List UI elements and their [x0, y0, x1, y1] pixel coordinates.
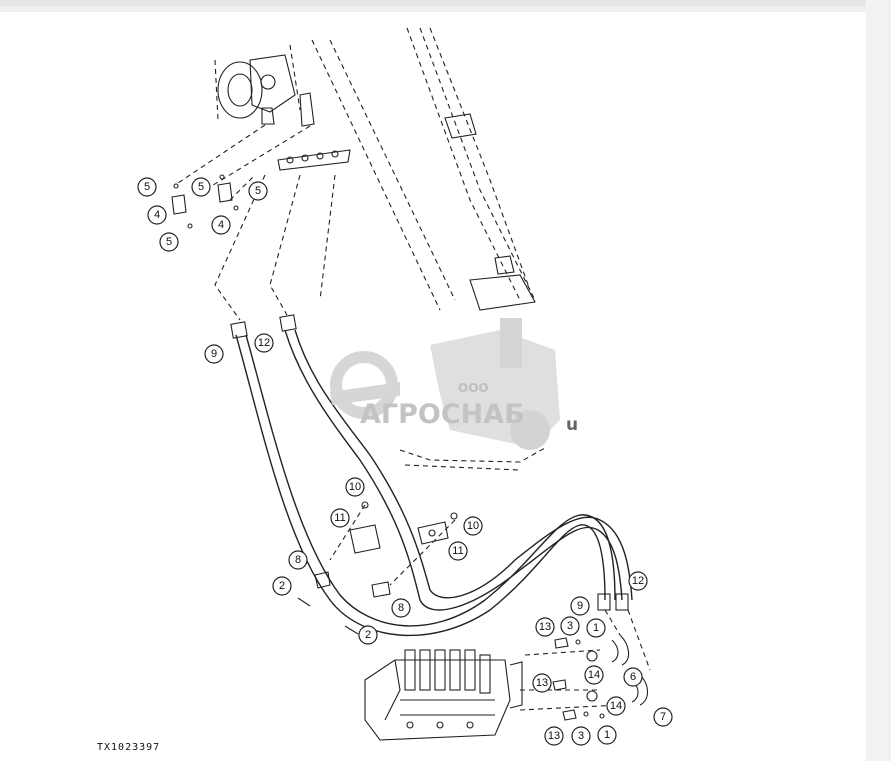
svg-text:3: 3	[578, 730, 584, 742]
callout-8: 8	[288, 550, 308, 570]
hose-12	[279, 314, 633, 611]
clamps	[297, 501, 458, 635]
svg-text:1: 1	[593, 622, 599, 634]
svg-text:4: 4	[154, 209, 160, 221]
svg-text:14: 14	[588, 669, 600, 681]
svg-text:12: 12	[632, 575, 644, 587]
callout-3: 3	[560, 616, 580, 636]
tractor-logo-icon	[430, 318, 560, 450]
svg-text:10: 10	[467, 520, 479, 532]
callout-7: 7	[653, 707, 673, 727]
svg-text:1: 1	[604, 729, 610, 741]
valve-fittings	[552, 637, 605, 721]
svg-text:9: 9	[211, 348, 217, 360]
svg-text:5: 5	[144, 181, 150, 193]
callout-8: 8	[391, 598, 411, 618]
watermark-name: АГРОСНАБ	[360, 399, 525, 430]
callout-13: 13	[532, 673, 552, 693]
watermark-suffix: u	[566, 415, 578, 435]
top-fittings	[171, 174, 239, 229]
svg-text:14: 14	[610, 700, 622, 712]
callout-3: 3	[571, 726, 591, 746]
hose-end-12	[615, 593, 629, 611]
svg-text:3: 3	[567, 620, 573, 632]
callout-2: 2	[272, 576, 292, 596]
svg-text:11: 11	[334, 512, 345, 524]
elbow-fittings	[604, 609, 651, 706]
boom-outline	[311, 27, 546, 471]
svg-text:9: 9	[577, 600, 583, 612]
callouts: 5 5 5 5 4 4 9 12 10 11 10 11 8 2 8 2 9 1…	[137, 177, 673, 746]
svg-text:5: 5	[198, 181, 204, 193]
callout-5: 5	[159, 232, 179, 252]
callout-2: 2	[358, 625, 378, 645]
gear-logo-icon	[330, 351, 400, 419]
top-bar	[0, 0, 891, 6]
callout-4: 4	[211, 215, 231, 235]
callout-9: 9	[570, 596, 590, 616]
callout-5: 5	[137, 177, 157, 197]
svg-text:13: 13	[539, 621, 551, 633]
right-gutter	[866, 0, 891, 761]
watermark: ООО АГРОСНАБ u	[330, 318, 578, 450]
hose-end-9	[597, 593, 611, 611]
callout-5: 5	[248, 181, 268, 201]
svg-text:5: 5	[255, 185, 261, 197]
svg-text:13: 13	[536, 677, 548, 689]
callout-12: 12	[628, 571, 648, 591]
callout-5: 5	[191, 177, 211, 197]
callout-13: 13	[535, 617, 555, 637]
svg-text:7: 7	[660, 711, 666, 723]
callout-14: 14	[584, 665, 604, 685]
callout-6: 6	[623, 667, 643, 687]
diagram-sheet	[0, 12, 866, 761]
svg-text:5: 5	[166, 236, 172, 248]
svg-text:10: 10	[349, 481, 361, 493]
svg-text:8: 8	[295, 554, 301, 566]
svg-text:12: 12	[258, 337, 270, 349]
callout-1: 1	[597, 725, 617, 745]
callout-11: 11	[448, 541, 468, 561]
callout-10: 10	[463, 516, 483, 536]
svg-text:8: 8	[398, 602, 404, 614]
callout-11: 11	[330, 508, 350, 528]
callout-9: 9	[204, 344, 224, 364]
callout-13: 13	[544, 726, 564, 746]
svg-text:6: 6	[630, 671, 636, 683]
svg-text:2: 2	[365, 629, 371, 641]
figure-id: TX1023397	[97, 742, 161, 753]
callout-12: 12	[254, 333, 274, 353]
watermark-prefix: ООО	[458, 381, 489, 395]
svg-text:13: 13	[548, 730, 560, 742]
svg-text:2: 2	[279, 580, 285, 592]
callout-4: 4	[147, 205, 167, 225]
callout-10: 10	[345, 477, 365, 497]
callout-1: 1	[586, 618, 606, 638]
control-valve	[364, 649, 523, 741]
svg-text:4: 4	[218, 219, 224, 231]
callout-14: 14	[606, 696, 626, 716]
svg-text:11: 11	[452, 545, 463, 557]
pivot-assembly	[214, 44, 351, 171]
